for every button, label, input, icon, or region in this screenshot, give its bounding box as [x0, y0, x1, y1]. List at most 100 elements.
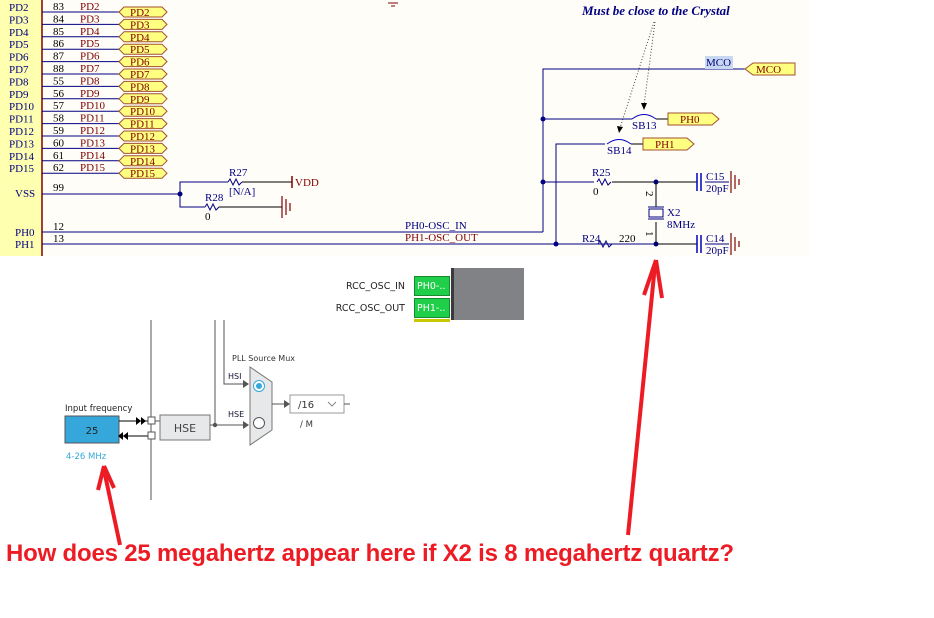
pin-ph0[interactable]: PH0-.. [414, 276, 450, 296]
wire-sb14 [555, 143, 605, 244]
port-label [118, 130, 168, 142]
crystal-note: Must be close to the Crystal [581, 3, 730, 18]
chevron-down-icon [327, 401, 337, 407]
clock-config-panel: Input frequency 25 4-26 MHz HSE PLL Sour… [0, 320, 380, 520]
annotation-question: How does 25 megahertz appear here if X2 … [6, 540, 734, 567]
red-arrow-left [102, 469, 122, 546]
net-name: PD15 [80, 162, 106, 174]
pin-number: 88 [53, 63, 65, 75]
ph1-port-label: PH1 [655, 139, 675, 151]
x2-value: 8MHz [667, 219, 695, 231]
chip-body [454, 268, 524, 320]
arrowhead [136, 417, 146, 425]
port-label-text: PD9 [130, 94, 150, 106]
pin-label-vss: VSS [15, 188, 35, 200]
arrowhead [284, 400, 290, 408]
wire [223, 320, 246, 385]
pin-number: 61 [53, 150, 64, 162]
port-label [118, 167, 168, 179]
wire-mco [542, 68, 745, 232]
pin-label: PD3 [9, 14, 29, 26]
rcc-osc-in-label: RCC_OSC_IN [346, 281, 405, 292]
pin-number: 59 [53, 125, 65, 137]
input-frequency-value: 25 [86, 426, 99, 437]
pin-number: 58 [53, 113, 65, 125]
r24-value: 220 [619, 233, 636, 245]
port-label-text: PD2 [130, 7, 150, 19]
c15-name: C15 [706, 171, 725, 183]
net-name: PD5 [80, 38, 100, 50]
ic-body [0, 0, 42, 256]
wire [179, 181, 228, 194]
pll-source-mux-title: PLL Source Mux [232, 354, 295, 363]
ph0-port [667, 112, 720, 126]
pin-number: 57 [53, 100, 65, 112]
pin-label: PD11 [9, 114, 34, 126]
pin-label: PD9 [9, 89, 29, 101]
pinout-panel: RCC_OSC_IN PH0-.. RCC_OSC_OUT PH1-.. [320, 268, 530, 323]
pin-ph1[interactable]: PH1-.. [414, 298, 450, 318]
port-label [118, 105, 168, 117]
resistor-r24 [597, 239, 613, 249]
hse-block-label: HSE [174, 422, 196, 435]
pin-number: 85 [53, 26, 65, 38]
connector [147, 431, 156, 440]
pin-label: PD6 [9, 52, 29, 64]
hse-block[interactable] [159, 414, 211, 441]
port-label-text: PD13 [130, 143, 156, 155]
net-name: PD3 [80, 13, 100, 25]
port-label-text: PD10 [130, 106, 156, 118]
radio-hsi-selected [256, 383, 262, 389]
pin-number: 62 [53, 162, 64, 174]
sb13-label: SB13 [632, 120, 657, 132]
port-label-text: PD5 [130, 44, 150, 56]
net-name: PD4 [80, 26, 100, 38]
x2-name: X2 [667, 207, 680, 219]
resistor-r25 [596, 177, 612, 187]
net-name: PD10 [80, 100, 106, 112]
pin-number: 86 [53, 38, 65, 50]
net-ph1-osc-out: PH1-OSC_OUT [405, 232, 478, 244]
r25-value: 0 [593, 186, 599, 198]
arrowhead [243, 380, 249, 388]
input-frequency-field[interactable] [64, 415, 120, 444]
pin-label: PD15 [9, 163, 35, 175]
port-label-text: PD15 [130, 168, 156, 180]
port-label-text: PD12 [130, 131, 155, 143]
port-label [118, 80, 168, 92]
ground-icon [388, 2, 398, 7]
port-label-text: PD7 [130, 69, 150, 81]
pin-label-ph1: PH1 [15, 239, 35, 251]
port-label [118, 68, 168, 80]
resistor-r28 [204, 202, 220, 212]
pin-label: PD2 [9, 2, 29, 14]
ground-icon [281, 196, 291, 218]
net-name: PD11 [80, 113, 105, 125]
ph0-port-label: PH0 [680, 114, 700, 126]
arrowhead [641, 103, 647, 110]
mco-port [744, 62, 796, 76]
port-label [118, 6, 168, 18]
pin-box-bottom [414, 319, 450, 322]
chip-edge [451, 268, 454, 320]
x2-pin1: 1 [643, 231, 655, 237]
net-name: PD2 [80, 1, 100, 13]
port-label [118, 155, 168, 167]
arrowhead [118, 432, 128, 440]
vdd-label: VDD [295, 177, 319, 189]
pin-number: 60 [53, 137, 65, 149]
port-label [118, 142, 168, 154]
resistor-r27 [227, 177, 243, 187]
junction [212, 422, 218, 428]
pin-number: 84 [53, 13, 65, 25]
port-label-text: PD3 [130, 19, 150, 31]
net-name: PD13 [80, 137, 106, 149]
radio-hse[interactable] [253, 417, 265, 429]
pin-label: PD5 [9, 39, 29, 51]
c14-value: 20pF [706, 245, 729, 256]
pin-number: 55 [53, 75, 65, 87]
c14-name: C14 [706, 233, 725, 245]
ground-icon [730, 171, 740, 193]
